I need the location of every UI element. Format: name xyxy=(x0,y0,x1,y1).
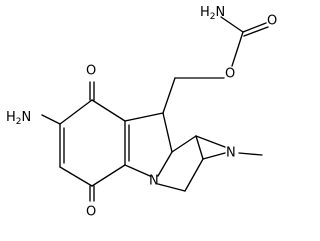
bond-q1 xyxy=(91,99,126,122)
bond-naz-methyl xyxy=(238,152,263,156)
ring-amine-label: H2N xyxy=(6,110,31,127)
molecule-structure: H2N O O H2N O O N N xyxy=(6,5,277,220)
bond-c1-c9a xyxy=(171,135,197,153)
bond-carbamate-c-o-double-a xyxy=(242,22,267,33)
aziridine-nitrogen-label: N xyxy=(226,146,236,161)
quinone-oxygen-bottom-label: O xyxy=(86,205,96,220)
bond-c3-c2 xyxy=(184,158,204,192)
bond-n4-c4a xyxy=(124,164,151,177)
bond-q6 xyxy=(59,99,93,125)
bond-q3 xyxy=(91,164,126,187)
bond-nh2-ring xyxy=(41,114,61,125)
indole-nitrogen-label: N xyxy=(149,174,159,189)
bond-n4-c3 xyxy=(157,183,186,192)
bond-carbamate-n-c xyxy=(220,16,244,33)
ester-oxygen-label: O xyxy=(225,67,235,82)
bond-c1-naz xyxy=(195,135,226,148)
carbamate-amine-label: H2N xyxy=(200,5,225,22)
bond-q4 xyxy=(59,166,93,187)
bond-c9-c9a xyxy=(162,112,173,153)
bond-carbamate-c-o-double-b xyxy=(243,26,269,37)
bonds xyxy=(41,16,269,202)
bond-c2-c1 xyxy=(195,135,204,160)
bond-ch2-c9 xyxy=(162,77,176,114)
quinone-oxygen-top-label: O xyxy=(86,64,96,79)
bond-c9a-n4 xyxy=(157,151,173,177)
bond-c2-naz xyxy=(202,152,226,160)
bond-c8a-c9 xyxy=(124,112,164,122)
bond-carbamate-c-oester xyxy=(231,31,244,67)
atom-labels: H2N O O H2N O O N N xyxy=(6,5,277,220)
carbamate-carbonyl-oxygen-label: O xyxy=(267,14,277,29)
